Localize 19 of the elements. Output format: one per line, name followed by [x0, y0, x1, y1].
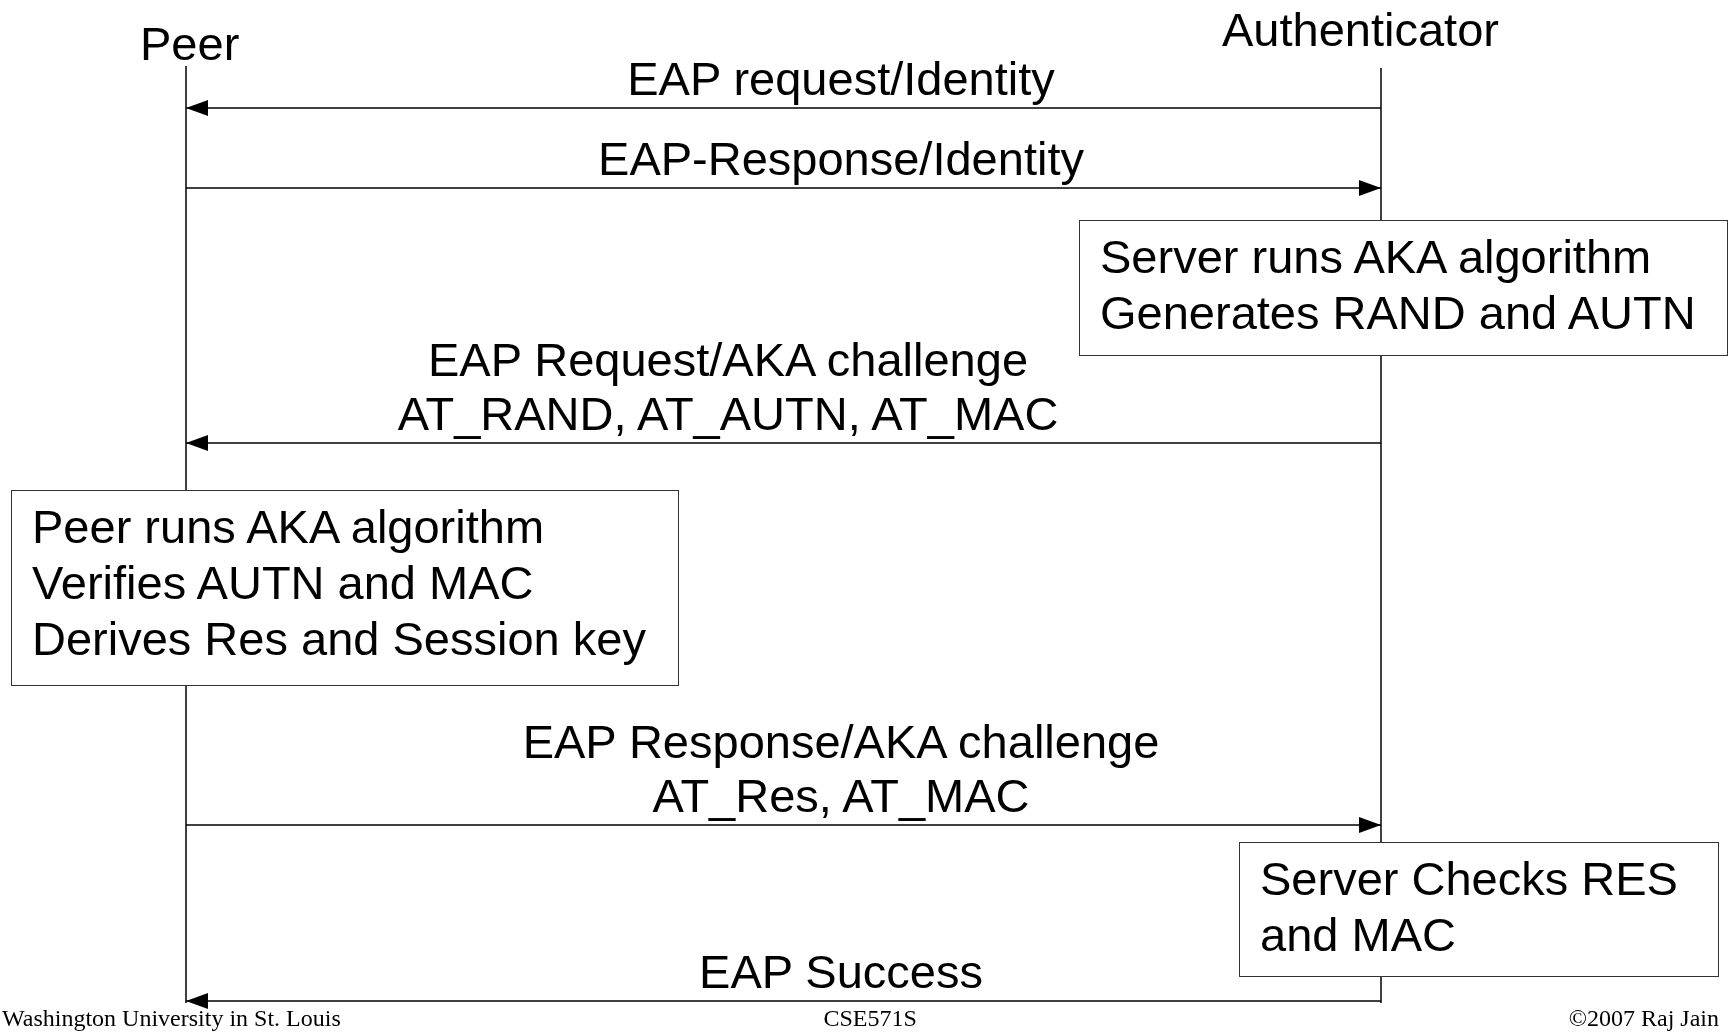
message-arrow	[185, 100, 1382, 116]
note-text: Server runs AKA algorithm	[1100, 229, 1653, 285]
lifeline-heading: Peer	[140, 16, 240, 72]
footer-text: Washington University in St. Louis	[2, 1004, 341, 1032]
note-box	[11, 490, 679, 686]
message-arrow	[185, 435, 1382, 451]
footer-text: ©2007 Raj Jain	[1568, 1004, 1719, 1032]
message-arrow	[185, 180, 1382, 196]
note-text: Generates RAND and AUTN	[1100, 285, 1697, 341]
note-text: Derives Res and Session key	[32, 611, 647, 667]
message-arrow	[185, 817, 1382, 833]
note-text: Verifies AUTN and MAC	[32, 555, 535, 611]
message-arrow	[185, 993, 1382, 1009]
footer-text: CSE571S	[823, 1004, 917, 1032]
note-box	[1079, 220, 1728, 356]
note-text: Server Checks RES and MAC	[1260, 851, 1679, 963]
note-box	[1239, 842, 1719, 977]
lifeline-heading: Authenticator	[1222, 2, 1499, 58]
note-text: Peer runs AKA algorithm	[32, 499, 546, 555]
